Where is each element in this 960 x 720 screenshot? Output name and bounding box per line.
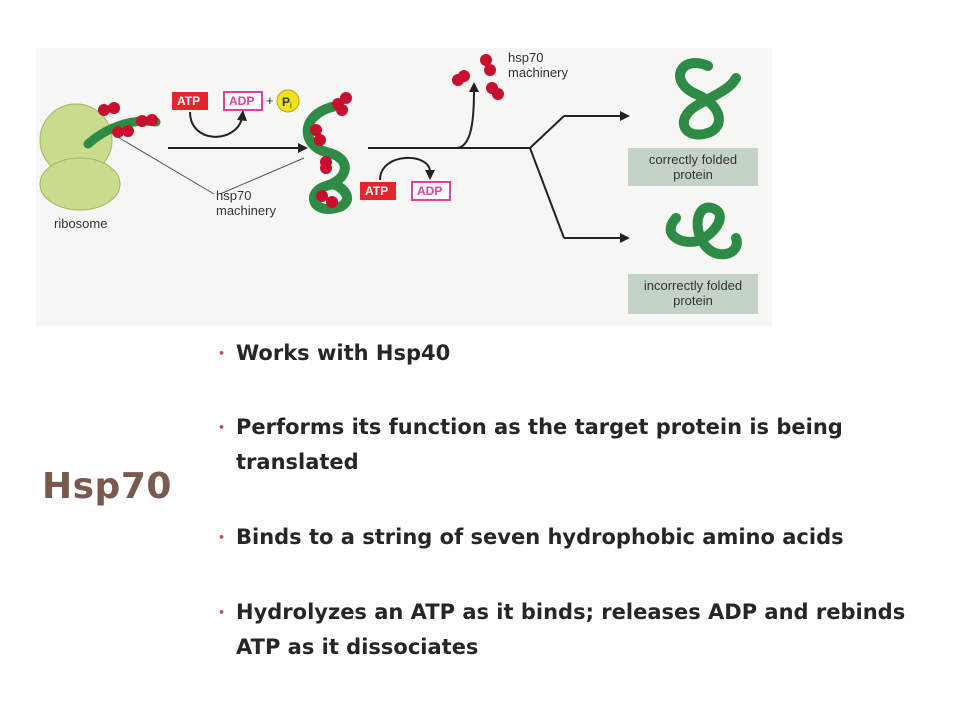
hsp70-molecules-bound bbox=[310, 92, 352, 208]
machinery-label-line2: machinery bbox=[216, 203, 276, 218]
bullet-item: • Hydrolyzes an ATP as it binds; releases… bbox=[218, 595, 938, 665]
bullet-item: • Works with Hsp40 bbox=[218, 336, 938, 371]
release-arrow bbox=[455, 89, 475, 149]
incorrect-label-line2: protein bbox=[673, 293, 713, 308]
ribosome-label: ribosome bbox=[54, 216, 107, 231]
incorrect-label-line1: incorrectly folded bbox=[644, 278, 742, 293]
bullet-dot-icon: • bbox=[218, 421, 226, 434]
bullet-text: Works with Hsp40 bbox=[236, 341, 451, 365]
arrowhead bbox=[237, 110, 247, 121]
bound-protein-complex bbox=[302, 101, 352, 214]
bullet-text: Binds to a string of seven hydrophobic a… bbox=[236, 525, 844, 549]
adp-box-2 bbox=[411, 181, 451, 201]
hsp70-diagram: ribosome hsp70 machinery ATP ADP + P i bbox=[36, 48, 772, 326]
pi-circle bbox=[276, 89, 300, 113]
atp-box bbox=[172, 92, 208, 110]
released-hsp70 bbox=[452, 54, 504, 100]
bullet-dot-icon: • bbox=[218, 531, 226, 544]
plus-sign: + bbox=[266, 93, 274, 108]
correct-label-box bbox=[628, 148, 758, 186]
atp-label-2: ATP bbox=[365, 184, 388, 198]
pi-label: P bbox=[282, 95, 290, 109]
atp-label: ATP bbox=[177, 94, 200, 108]
correctly-folded-protein-icon bbox=[675, 58, 741, 140]
slide-title: Hsp70 bbox=[42, 466, 172, 507]
machinery-label-line1: hsp70 bbox=[216, 188, 251, 203]
hsp70-molecules-ribosome bbox=[98, 102, 158, 138]
bullet-dot-icon: • bbox=[218, 347, 226, 360]
bullet-dot-icon: • bbox=[218, 606, 226, 619]
bullet-list: • Works with Hsp40 • Performs its function… bbox=[218, 336, 938, 705]
pointer-line bbox=[115, 135, 215, 195]
top-machinery-line1: hsp70 bbox=[508, 50, 543, 65]
branch-up bbox=[529, 115, 565, 149]
incorrectly-folded-protein-icon bbox=[665, 202, 742, 260]
arrowhead bbox=[620, 111, 630, 121]
hydrolysis-arrow bbox=[189, 111, 243, 138]
arrowhead bbox=[620, 233, 630, 243]
arrowhead bbox=[425, 170, 435, 180]
arrowhead bbox=[298, 143, 308, 153]
bullet-text: Performs its function as the target prot… bbox=[236, 415, 843, 474]
top-machinery-line2: machinery bbox=[508, 65, 568, 80]
correct-label-line1: correctly folded bbox=[649, 152, 737, 167]
ribosome bbox=[39, 103, 121, 211]
bullet-text: Hydrolyzes an ATP as it binds; releases … bbox=[236, 600, 906, 659]
adp-label: ADP bbox=[229, 94, 254, 108]
bullet-item: • Performs its function as the target pro… bbox=[218, 410, 938, 480]
bullet-item: • Binds to a string of seven hydrophobic … bbox=[218, 520, 938, 555]
arrowhead bbox=[469, 82, 479, 92]
pi-subscript: i bbox=[290, 101, 292, 110]
pointer-line bbox=[219, 157, 305, 195]
exchange-arrow bbox=[379, 157, 431, 181]
atp-box-2 bbox=[360, 182, 396, 200]
correct-label-line2: protein bbox=[673, 167, 713, 182]
adp-label-2: ADP bbox=[417, 184, 442, 198]
incorrect-label-box bbox=[628, 274, 758, 314]
branch-down bbox=[529, 147, 565, 239]
